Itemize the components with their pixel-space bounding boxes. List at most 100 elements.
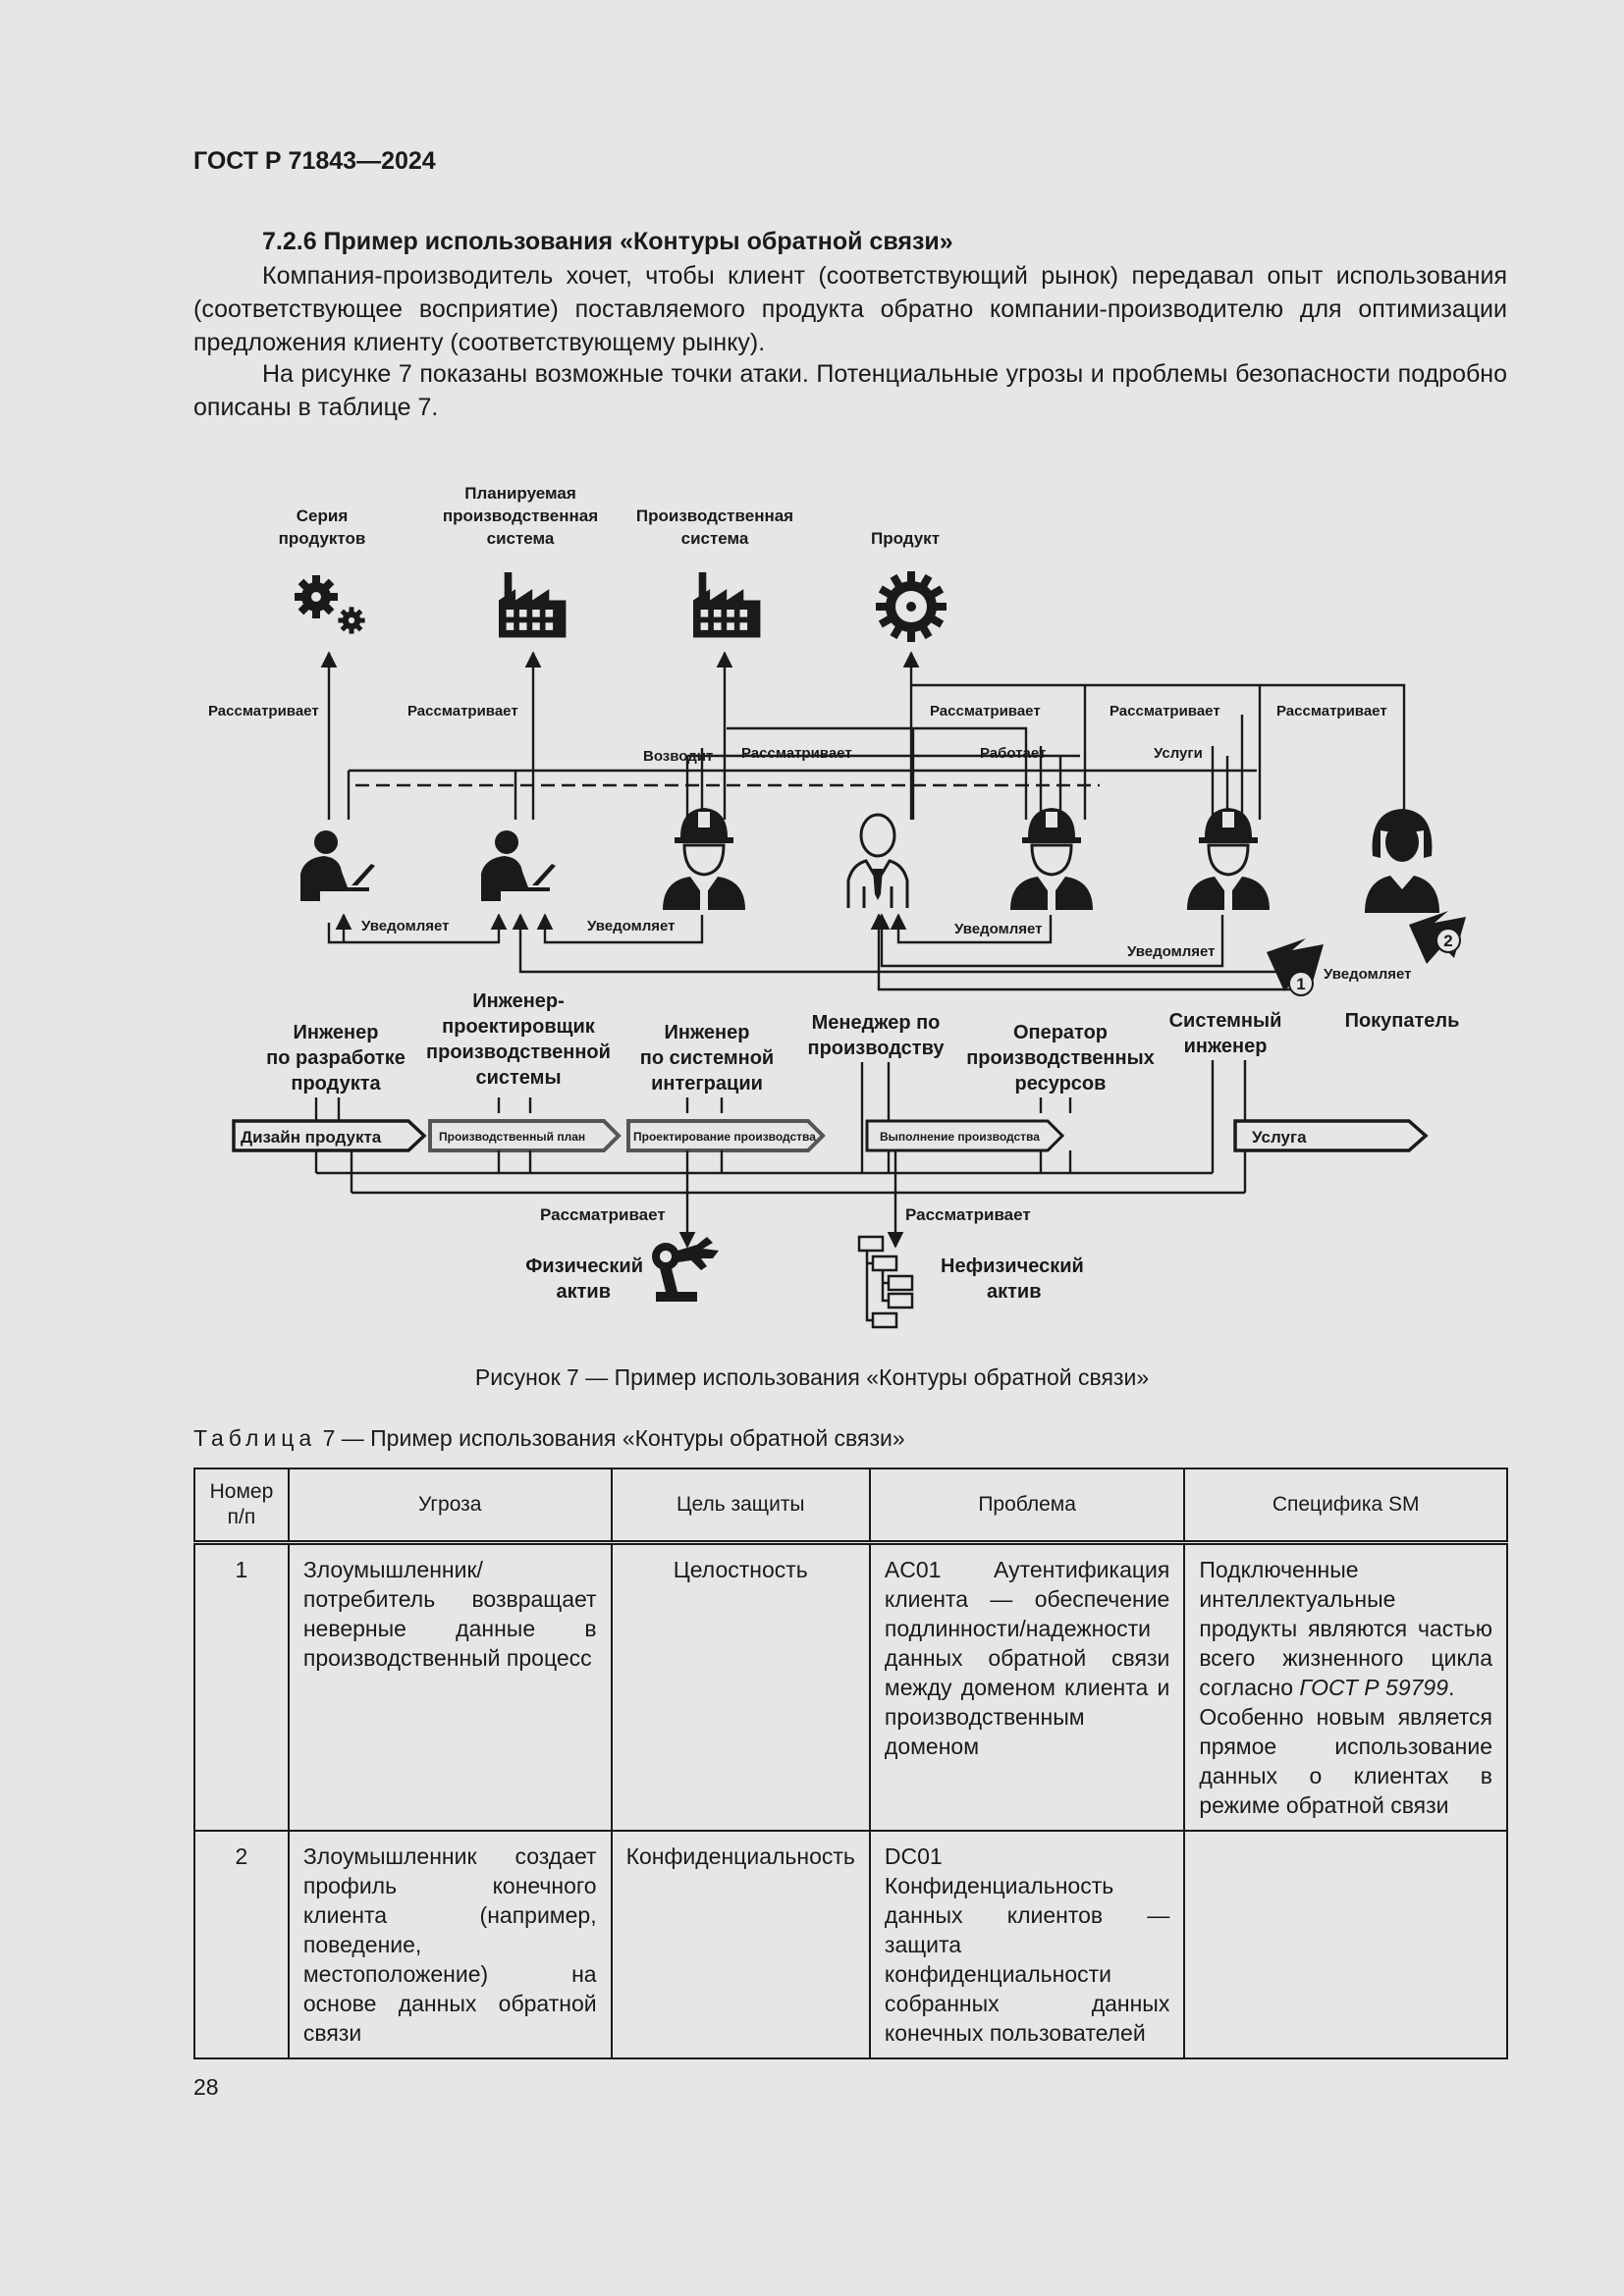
svg-text:производственная: производственная bbox=[443, 507, 598, 525]
label-builds: Возводит bbox=[643, 748, 713, 765]
physical-asset-label: Физический bbox=[525, 1255, 643, 1277]
asset-label-product: Продукт bbox=[871, 529, 940, 548]
asset-label-product-series: Серия bbox=[297, 507, 349, 525]
svg-text:Проектирование производства: Проектирование производства bbox=[633, 1130, 816, 1144]
robot-arm-icon bbox=[652, 1237, 719, 1302]
row-threat: Злоумышленник/потребитель возвращает нев… bbox=[287, 1541, 613, 1832]
engineer-laptop-icon-2 bbox=[481, 830, 556, 901]
label-considers-1: Рассматривает bbox=[208, 703, 319, 720]
row-number: 2 bbox=[193, 1830, 290, 2059]
product-gear-icon bbox=[876, 571, 947, 642]
svg-text:система: система bbox=[681, 529, 749, 548]
factory-icon-production bbox=[693, 572, 761, 638]
asset-label-planned-system: Планируемая bbox=[464, 484, 576, 503]
svg-text:продукта: продукта bbox=[291, 1073, 381, 1095]
threats-table: Номер п/п Угроза Цель защиты Проблема Сп… bbox=[193, 1468, 1508, 2059]
paragraph-2: На рисунке 7 показаны возможные точки ат… bbox=[193, 360, 1507, 421]
process-execution-step: Выполнение производства bbox=[865, 1119, 1065, 1152]
table-label: Таблица bbox=[193, 1425, 317, 1451]
svg-text:производственных: производственных bbox=[966, 1047, 1155, 1069]
label-services: Услуги bbox=[1154, 745, 1203, 762]
role-system-integration-engineer: Инженер bbox=[665, 1022, 750, 1043]
role-resource-operator: Оператор bbox=[1013, 1022, 1108, 1043]
buyer-woman-icon bbox=[1365, 809, 1439, 913]
col-header-threat: Угроза bbox=[287, 1468, 613, 1544]
section-heading: 7.2.6 Пример использования «Контуры обра… bbox=[262, 228, 953, 255]
label-considers-4: Рассматривает bbox=[930, 703, 1041, 720]
svg-text:Выполнение производства: Выполнение производства bbox=[880, 1130, 1040, 1144]
row-sm: Подключенные интеллектуальные продукты я… bbox=[1183, 1541, 1508, 1832]
svg-text:по системной: по системной bbox=[640, 1047, 774, 1069]
svg-text:по разработке: по разработке bbox=[266, 1047, 406, 1069]
paragraph-1: Компания-производитель хочет, чтобы клие… bbox=[193, 262, 1507, 356]
table-caption: 7 — Пример использования «Контуры обратн… bbox=[322, 1425, 905, 1451]
col-header-sm: Специфика SM bbox=[1183, 1468, 1508, 1544]
row-sm bbox=[1183, 1830, 1508, 2059]
role-buyer: Покупатель bbox=[1345, 1010, 1460, 1032]
worker-helmet-icon-3 bbox=[1185, 806, 1272, 912]
row-goal: Конфиденциальность bbox=[610, 1830, 871, 2059]
asset-label-production-system: Производственная bbox=[636, 507, 793, 525]
svg-text:производственной: производственной bbox=[426, 1041, 611, 1063]
row-number: 1 bbox=[193, 1541, 290, 1832]
svg-text:1: 1 bbox=[1296, 975, 1305, 993]
worker-helmet-icon-1 bbox=[661, 806, 747, 912]
label-considers-physical: Рассматривает bbox=[540, 1205, 666, 1224]
label-considers-2: Рассматривает bbox=[407, 703, 518, 720]
svg-text:интеграции: интеграции bbox=[651, 1073, 763, 1095]
table-row: 1 Злоумышленник/потребитель возвращает н… bbox=[193, 1541, 1508, 1832]
label-notifies-1: Уведомляет bbox=[361, 918, 449, 934]
process-service-step: Услуга bbox=[1233, 1119, 1429, 1152]
label-considers-3: Рассматривает bbox=[741, 745, 852, 762]
standard-header: ГОСТ Р 71843—2024 bbox=[193, 147, 436, 175]
svg-text:Дизайн продукта: Дизайн продукта bbox=[241, 1128, 382, 1147]
svg-text:Услуга: Услуга bbox=[1252, 1128, 1307, 1147]
role-production-manager: Менеджер по bbox=[812, 1012, 941, 1034]
standard-reference: ГОСТ Р 59799 bbox=[1299, 1675, 1448, 1700]
svg-text:актив: актив bbox=[556, 1281, 611, 1303]
role-production-system-engineer: Инженер- bbox=[472, 990, 565, 1012]
table-header-row: Номер п/п Угроза Цель защиты Проблема Сп… bbox=[193, 1468, 1508, 1544]
attack-marker-2: 2 bbox=[1409, 911, 1466, 964]
notify-connectors bbox=[327, 913, 1306, 991]
svg-text:Производственный план: Производственный план bbox=[439, 1130, 585, 1144]
lower-connectors bbox=[314, 1150, 1245, 1249]
process-design-step: Дизайн продукта bbox=[232, 1119, 427, 1152]
svg-text:инженер: инженер bbox=[1184, 1036, 1268, 1057]
svg-text:проектировщик: проектировщик bbox=[442, 1016, 596, 1038]
attack-marker-1: 1 bbox=[1267, 938, 1324, 996]
hierarchy-tree-icon bbox=[857, 1235, 914, 1329]
figure-caption: Рисунок 7 — Пример использования «Контур… bbox=[474, 1364, 1150, 1390]
svg-text:системы: системы bbox=[475, 1067, 561, 1089]
svg-text:актив: актив bbox=[987, 1281, 1042, 1303]
table-title: Таблица 7 — Пример использования «Контур… bbox=[193, 1425, 905, 1452]
label-considers-5: Рассматривает bbox=[1110, 703, 1220, 720]
engineer-laptop-icon-1 bbox=[300, 830, 375, 901]
manager-icon bbox=[846, 813, 909, 910]
row-goal: Целостность bbox=[610, 1541, 871, 1832]
factory-icon-planned bbox=[499, 572, 567, 638]
svg-text:система: система bbox=[487, 529, 555, 548]
svg-text:2: 2 bbox=[1443, 932, 1452, 950]
role-product-design-engineer: Инженер bbox=[294, 1022, 379, 1043]
label-works: Работает bbox=[980, 745, 1046, 762]
col-header-goal: Цель защиты bbox=[610, 1468, 871, 1544]
role-system-engineer: Системный bbox=[1169, 1010, 1282, 1032]
col-header-number: Номер п/п bbox=[193, 1468, 290, 1544]
gears-icon bbox=[295, 575, 365, 634]
process-plan-step: Производственный план bbox=[428, 1119, 622, 1152]
col-header-problem: Проблема bbox=[868, 1468, 1186, 1544]
label-notifies-4: Уведомляет bbox=[1127, 943, 1215, 960]
page-number: 28 bbox=[193, 2074, 219, 2100]
svg-text:ресурсов: ресурсов bbox=[1015, 1073, 1107, 1095]
svg-text:производству: производству bbox=[807, 1038, 945, 1059]
upper-connectors bbox=[320, 651, 1406, 820]
row-threat: Злоумышленник создает профиль конечного … bbox=[287, 1830, 613, 2059]
row-problem: DC01 Конфиденциальность данных клиентов … bbox=[868, 1830, 1186, 2059]
process-engineering-step: Проектирование производства bbox=[626, 1119, 826, 1152]
label-notifies-2: Уведомляет bbox=[587, 918, 675, 934]
label-considers-6: Рассматривает bbox=[1276, 703, 1387, 720]
table-row: 2 Злоумышленник создает профиль конечног… bbox=[193, 1830, 1508, 2059]
row-problem: AC01 Аутентификация клиента — обеспечени… bbox=[868, 1541, 1186, 1832]
